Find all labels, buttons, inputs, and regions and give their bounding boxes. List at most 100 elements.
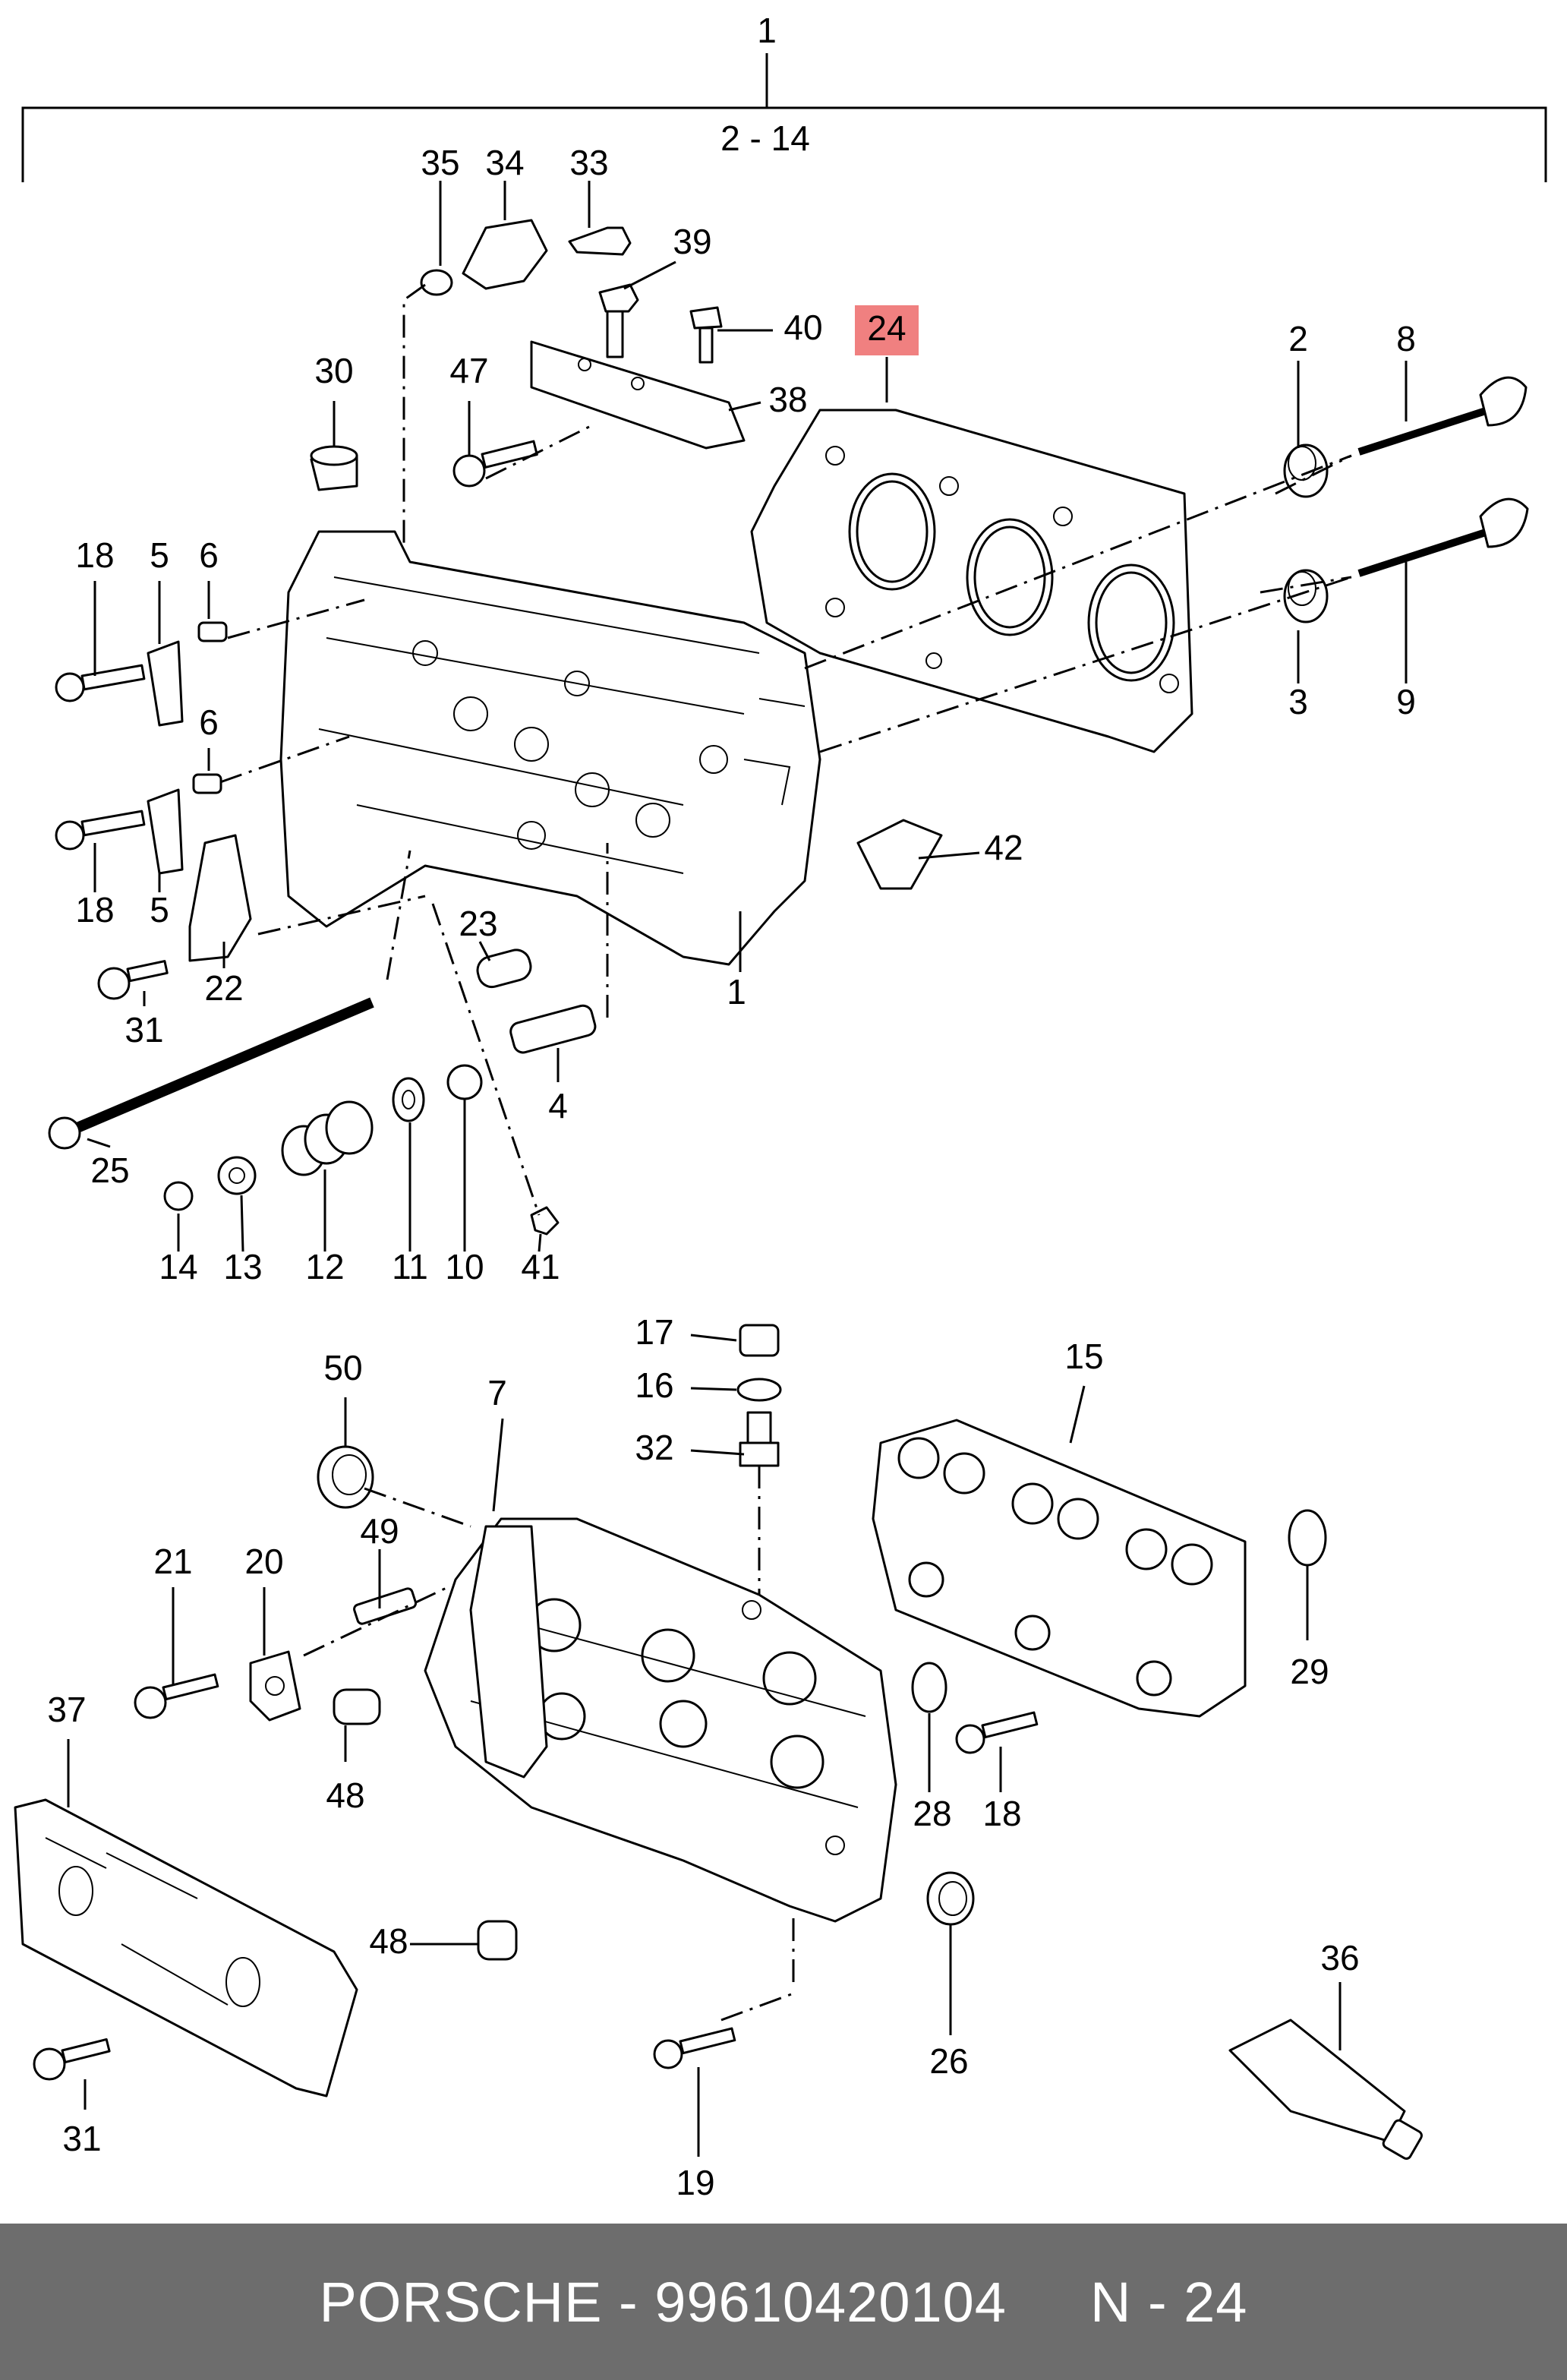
cylinder-head xyxy=(279,530,821,966)
label-5-upper: 5 xyxy=(150,535,169,575)
bolt-18-lower xyxy=(55,810,146,851)
label-41: 41 xyxy=(521,1247,560,1286)
highlight-box-24 xyxy=(855,305,919,355)
exploded-parts-diagram: 1 2 - 14 xyxy=(14,11,1547,2202)
label-49: 49 xyxy=(360,1511,399,1551)
bolt-39 xyxy=(598,283,639,358)
label-29: 29 xyxy=(1290,1652,1329,1691)
label-24: 24 xyxy=(867,308,906,348)
label-10: 10 xyxy=(445,1247,484,1286)
label-34: 34 xyxy=(485,143,524,182)
label-15: 15 xyxy=(1064,1337,1103,1376)
label-33: 33 xyxy=(569,143,608,182)
label-5-lower: 5 xyxy=(150,890,169,930)
label-11: 11 xyxy=(392,1247,428,1286)
label-48-lower: 48 xyxy=(369,1921,408,1961)
label-39: 39 xyxy=(673,222,711,261)
bolt-40 xyxy=(689,306,723,364)
clamp-5-upper xyxy=(147,640,184,727)
washer-16 xyxy=(736,1378,782,1402)
cover-7 xyxy=(469,1525,548,1779)
label-38: 38 xyxy=(768,380,807,419)
bolt-47 xyxy=(452,440,538,488)
footer-bar: PORSCHE - 99610420104 N - 24 xyxy=(0,2224,1567,2380)
label-35: 35 xyxy=(421,143,459,182)
label-range: 2 - 14 xyxy=(720,118,810,158)
pin-6-lower xyxy=(192,773,222,794)
o-ring-29 xyxy=(1288,1509,1327,1567)
label-20: 20 xyxy=(244,1542,283,1581)
label-50: 50 xyxy=(323,1348,362,1387)
spring-12 xyxy=(281,1100,374,1176)
label-13: 13 xyxy=(223,1247,262,1286)
bracket-38 xyxy=(530,340,746,450)
plug-48-upper xyxy=(333,1688,381,1725)
bolt-18-lower-housing xyxy=(955,1711,1039,1754)
bolt-31-upper xyxy=(97,960,169,1000)
plug-17 xyxy=(739,1324,780,1357)
camshaft-housing xyxy=(424,1517,897,1923)
heat-shield-37 xyxy=(14,1798,358,2097)
bracket-42 xyxy=(856,819,943,890)
label-40: 40 xyxy=(784,308,822,347)
label-37: 37 xyxy=(47,1690,86,1729)
shaft-25 xyxy=(48,997,374,1150)
clamp-5-lower xyxy=(147,788,184,875)
leader-dashes-lower xyxy=(303,1466,795,2022)
label-14: 14 xyxy=(159,1247,197,1286)
assembly-bracket xyxy=(21,53,1547,182)
camshaft-sensor xyxy=(420,219,632,296)
label-8: 8 xyxy=(1396,319,1416,358)
seal-26 xyxy=(926,1871,975,1926)
bolt-19 xyxy=(653,2027,736,2069)
label-9: 9 xyxy=(1396,682,1416,721)
label-18-lower: 18 xyxy=(75,890,114,930)
label-23: 23 xyxy=(459,904,497,943)
label-16: 16 xyxy=(635,1365,673,1405)
label-3: 3 xyxy=(1288,682,1308,721)
label-48-upper: 48 xyxy=(326,1776,364,1815)
label-42: 42 xyxy=(984,828,1023,867)
label-assembly: 1 xyxy=(757,11,777,50)
label-31-lower: 31 xyxy=(62,2119,101,2158)
bracket-22 xyxy=(188,834,252,962)
head-gasket xyxy=(750,409,1193,753)
bolt-21 xyxy=(134,1673,219,1719)
bolt-31-lower xyxy=(33,2038,111,2081)
plug-48-lower xyxy=(477,1920,518,1961)
leader-lines xyxy=(67,181,1408,2157)
pin-4 xyxy=(509,1004,597,1054)
sensor-32 xyxy=(739,1411,780,1467)
label-31-upper: 31 xyxy=(125,1010,163,1050)
part-labels: 35 34 33 39 40 24 38 30 47 2 8 3 9 18 5 … xyxy=(47,143,1415,2202)
label-22: 22 xyxy=(204,968,243,1008)
plug-30 xyxy=(310,445,358,491)
label-30: 30 xyxy=(314,351,353,390)
label-4: 4 xyxy=(548,1086,568,1125)
plug-13 xyxy=(217,1156,257,1195)
pin-23 xyxy=(476,949,532,989)
label-2: 2 xyxy=(1288,319,1308,358)
pin-6-upper xyxy=(197,621,228,642)
label-47: 47 xyxy=(449,351,488,390)
o-ring-28 xyxy=(911,1662,947,1713)
footer-part-number: PORSCHE - 99610420104 xyxy=(319,2270,1007,2334)
label-6-lower: 6 xyxy=(199,702,219,742)
label-25: 25 xyxy=(90,1151,129,1190)
label-6-upper: 6 xyxy=(199,535,219,575)
valve-exhaust xyxy=(1357,497,1529,577)
label-21: 21 xyxy=(153,1542,192,1581)
label-17: 17 xyxy=(635,1312,673,1352)
intake-manifold-15 xyxy=(872,1419,1247,1718)
label-36: 36 xyxy=(1320,1938,1359,1978)
label-18-housing: 18 xyxy=(982,1794,1021,1833)
sealant-tube-36 xyxy=(1228,2019,1423,2160)
label-18-upper: 18 xyxy=(75,535,114,575)
label-19: 19 xyxy=(676,2163,714,2202)
label-26: 26 xyxy=(929,2041,968,2081)
bolt-18-upper xyxy=(55,664,146,702)
label-12: 12 xyxy=(305,1247,344,1286)
plug-14 xyxy=(163,1181,194,1211)
gasket-20 xyxy=(249,1650,301,1722)
label-7: 7 xyxy=(487,1373,507,1413)
